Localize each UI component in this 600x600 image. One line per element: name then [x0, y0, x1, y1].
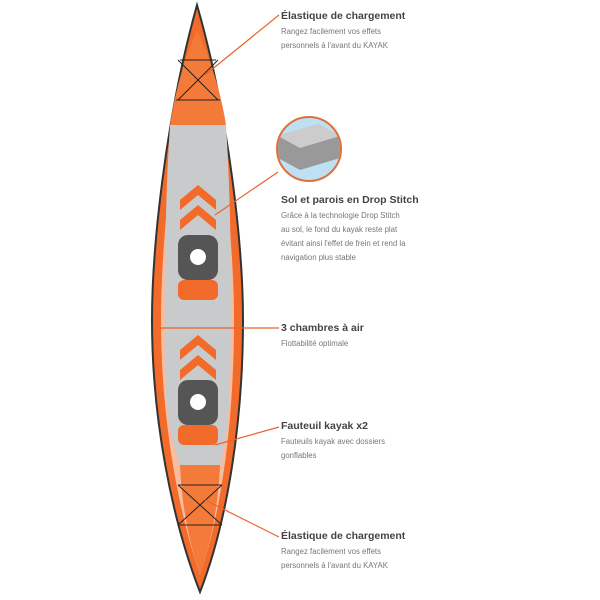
rear-deck	[180, 465, 220, 575]
feature-drop-stitch: Sol et parois en Drop Stitch Grâce à la …	[281, 194, 501, 265]
bungee-cord-front	[176, 59, 220, 101]
feature-title: Sol et parois en Drop Stitch	[281, 194, 419, 206]
seat-front	[178, 235, 218, 300]
floor-arrows	[180, 185, 216, 380]
feature-desc: Flottabilité optimale	[281, 339, 349, 348]
feature-air-chambers: 3 chambres à air Flottabilité optimale	[281, 322, 501, 351]
feature-seats: Fauteuil kayak x2 Fauteuils kayak avec d…	[281, 420, 501, 463]
front-deck	[170, 30, 226, 125]
callout-lines	[160, 14, 280, 538]
feature-bungee-front: Élastique de chargement Rangez facilemen…	[281, 10, 501, 53]
bungee-cord-rear	[177, 484, 223, 526]
seat-rear	[178, 380, 218, 445]
feature-bungee-rear: Élastique de chargement Rangez facilemen…	[281, 530, 501, 573]
feature-title: Fauteuil kayak x2	[281, 420, 368, 432]
feature-title: Élastique de chargement	[281, 10, 406, 22]
feature-title: Élastique de chargement	[281, 530, 406, 542]
feature-title: 3 chambres à air	[281, 322, 364, 334]
drop-stitch-icon	[276, 116, 342, 182]
